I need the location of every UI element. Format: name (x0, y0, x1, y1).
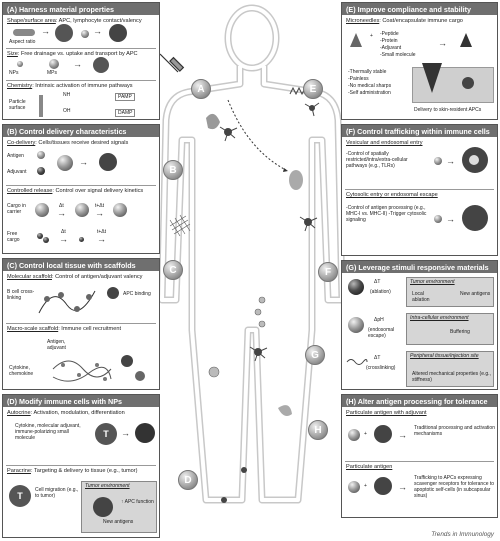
cytokine-adjuvant-label: Cytokine, molecular adjuvant, immune-pol… (15, 423, 81, 441)
panel-d-title: (D) Modify immune cells with NPs (3, 395, 159, 407)
marker-h: H (308, 420, 328, 440)
panel-g: (G) Leverage stimuli responsive material… (341, 260, 498, 390)
marker-b: B (163, 160, 183, 180)
panel-e-row-title: Microneedles: Coat/encapsulate immune ca… (346, 18, 463, 24)
g-row-3-stim: ΔT (374, 355, 381, 361)
g-row-2-stim: ΔpH (374, 317, 384, 323)
buffering-label: Buffering (450, 329, 470, 335)
apc-binding-label: APC binding (123, 291, 151, 297)
panel-d-row-1-title: Autocrine: Activation, modulation, diffe… (7, 410, 125, 416)
benefit-thermally-stable: -Thermally stable (348, 69, 387, 75)
local-ablation-label: Local ablation (412, 291, 430, 303)
syringe-icon (159, 53, 185, 73)
panel-f-title: (F) Control trafficking within immune ce… (342, 125, 497, 137)
oh-label: OH (63, 108, 71, 114)
panel-f-row-1-title: Vesicular and endosomal entry (346, 140, 423, 146)
panel-d: (D) Modify immune cells with NPs Autocri… (2, 394, 160, 538)
marker-c: C (163, 260, 183, 280)
marker-g: G (305, 345, 325, 365)
panel-a: (A) Harness material properties Shape/su… (2, 2, 160, 120)
g-new-antigens-label: New antigens (460, 291, 491, 297)
pamp-label: PAMP (115, 93, 135, 101)
panel-a-title: (A) Harness material properties (3, 3, 159, 15)
mps-label: MPs (47, 70, 57, 76)
panel-h-title: (H) Alter antigen processing for toleran… (342, 395, 497, 407)
g-row-3-box: Peripheral tissue/injection site (406, 351, 494, 387)
apc-function-label: ↑ APC function (121, 499, 154, 505)
benefit-painless: -Painless (348, 76, 369, 82)
panel-a-row-3-title: Chemistry: Intrinsic activation of immun… (7, 83, 133, 89)
g-row-2-box: Intra-cellular environment (406, 313, 494, 345)
panel-b: (B) Control delivery characteristics Co-… (2, 124, 160, 254)
journal-credit: Trends in Immunology (431, 531, 494, 538)
panel-h-row-1-title: Particulate antigen with adjuvant (346, 410, 427, 416)
panel-c-row-2-title: Macro-scale scaffold: Immune cell recrui… (7, 326, 121, 332)
panel-h-row-2-title: Particulate antigen (346, 464, 393, 470)
panel-f-row-2-text: -Control of antigen processing (e.g., MH… (346, 205, 427, 223)
panel-f-row-1-text: -Control of spatially restricted/intra/e… (346, 151, 408, 169)
panel-b-row-2-title: Controlled release: Control over signal … (7, 188, 144, 194)
marker-e: E (303, 79, 323, 99)
panel-a-row-2-title: Size: Free drainage vs. uptake and trans… (7, 51, 138, 57)
panel-d-row-2-title: Paracrine: Targeting & delivery to tissu… (7, 468, 138, 474)
g-row-1-box: Tumor environment (406, 277, 494, 307)
g-row-1-stim: ΔT (374, 279, 381, 285)
marker-f: F (318, 262, 338, 282)
marker-d: D (178, 470, 198, 490)
panel-h: (H) Alter antigen processing for toleran… (341, 394, 498, 518)
altered-mechanical-label: Altered mechanical properties (e.g., sti… (412, 371, 491, 383)
antigen-adjuvant-label: Antigen, adjuvant (47, 339, 66, 351)
cargo-adjuvant: -Adjuvant (380, 45, 402, 51)
delivery-caption: Delivery to skin-resident APCs (414, 107, 482, 113)
panel-g-title: (G) Leverage stimuli responsive material… (342, 261, 497, 273)
panel-h-row-2-text: Trafficking to APCs expressing scavenger… (414, 475, 495, 499)
b-cell-crosslinking-label: B cell cross-linking (7, 289, 35, 301)
cell-migration-label: Cell migration (e.g., to tumor) (35, 487, 79, 499)
nps-label: NPs (9, 70, 19, 76)
free-cargo-label: Free cargo (7, 231, 20, 243)
marker-a: A (191, 79, 211, 99)
panel-e: (E) Improve compliance and stability Mic… (341, 2, 498, 120)
g-row-3-sub: (crosslinking) (366, 365, 396, 371)
benefit-self-admin: -Self administration (348, 90, 391, 96)
nh-label: NH (63, 92, 71, 98)
adjuvant-label: Adjuvant (7, 169, 27, 175)
cytokine-chemokine-label: Cytokine, chemokine (9, 365, 34, 377)
panel-f: (F) Control trafficking within immune ce… (341, 124, 498, 256)
panel-c: (C) Control local tissue with scaffolds … (2, 258, 160, 390)
panel-a-row-1-title: Shape/surface area: APC, lymphocyte cont… (7, 18, 142, 24)
cargo-peptide: -Peptide (380, 31, 399, 37)
panel-h-row-1-text: Traditional processing and activation me… (414, 425, 495, 437)
panel-f-row-2-title: Cytosolic entry or endosomal escape (346, 192, 438, 198)
human-body-outline (158, 4, 346, 504)
damp-label: DAMP (115, 109, 136, 117)
panel-e-title: (E) Improve compliance and stability (342, 3, 497, 15)
particle-surface-label: Particle surface (9, 99, 26, 111)
antigen-label: Antigen (7, 153, 24, 159)
g-row-1-sub: (ablation) (370, 289, 391, 295)
cargo-in-carrier-label: Cargo in carrier (7, 203, 26, 215)
cargo-small-molecule: -Small molecule (380, 52, 416, 58)
panel-b-title: (B) Control delivery characteristics (3, 125, 159, 137)
panel-c-row-1-title: Molecular scaffold: Control of antigen/a… (7, 274, 143, 280)
new-antigens-label: New antigens (103, 519, 134, 525)
aspect-ratio-label: Aspect ratio (9, 39, 36, 45)
cargo-protein: -Protein (380, 38, 398, 44)
panel-b-row-1-title: Co-delivery: Cells/tissues receive desir… (7, 140, 129, 146)
benefit-no-sharps: -No medical sharps (348, 83, 392, 89)
g-row-2-sub: (endosomal escape) (368, 327, 395, 339)
panel-c-title: (C) Control local tissue with scaffolds (3, 259, 159, 271)
